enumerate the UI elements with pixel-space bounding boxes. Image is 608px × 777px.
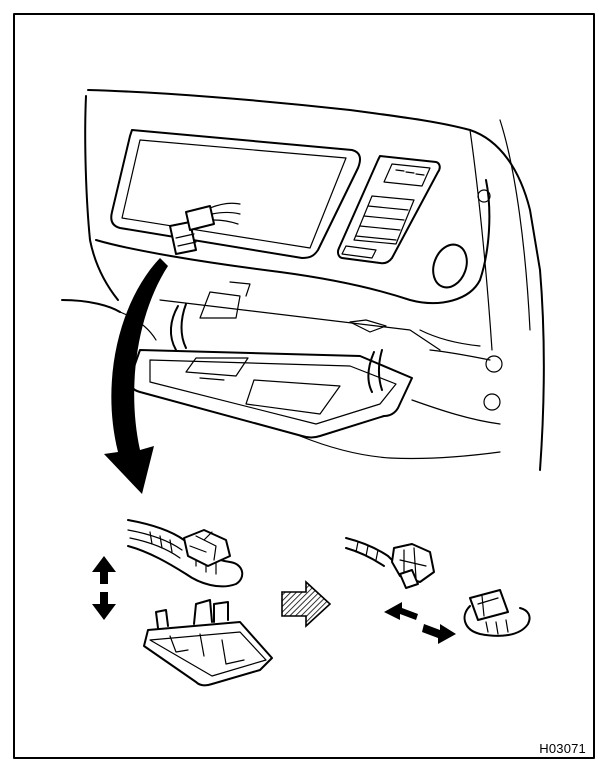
switch-housing xyxy=(143,599,273,687)
hatched-arrow-icon xyxy=(281,580,332,628)
figure-frame xyxy=(13,13,595,759)
harness-left xyxy=(127,519,244,588)
double-arrow-icon xyxy=(384,602,456,644)
figure-code: H03071 xyxy=(539,741,586,756)
up-arrow-icon xyxy=(92,556,116,584)
down-arrow-icon xyxy=(92,592,116,620)
harness-right xyxy=(345,537,531,637)
curved-arrow-icon xyxy=(104,258,168,494)
dashboard-illustration xyxy=(61,89,545,471)
